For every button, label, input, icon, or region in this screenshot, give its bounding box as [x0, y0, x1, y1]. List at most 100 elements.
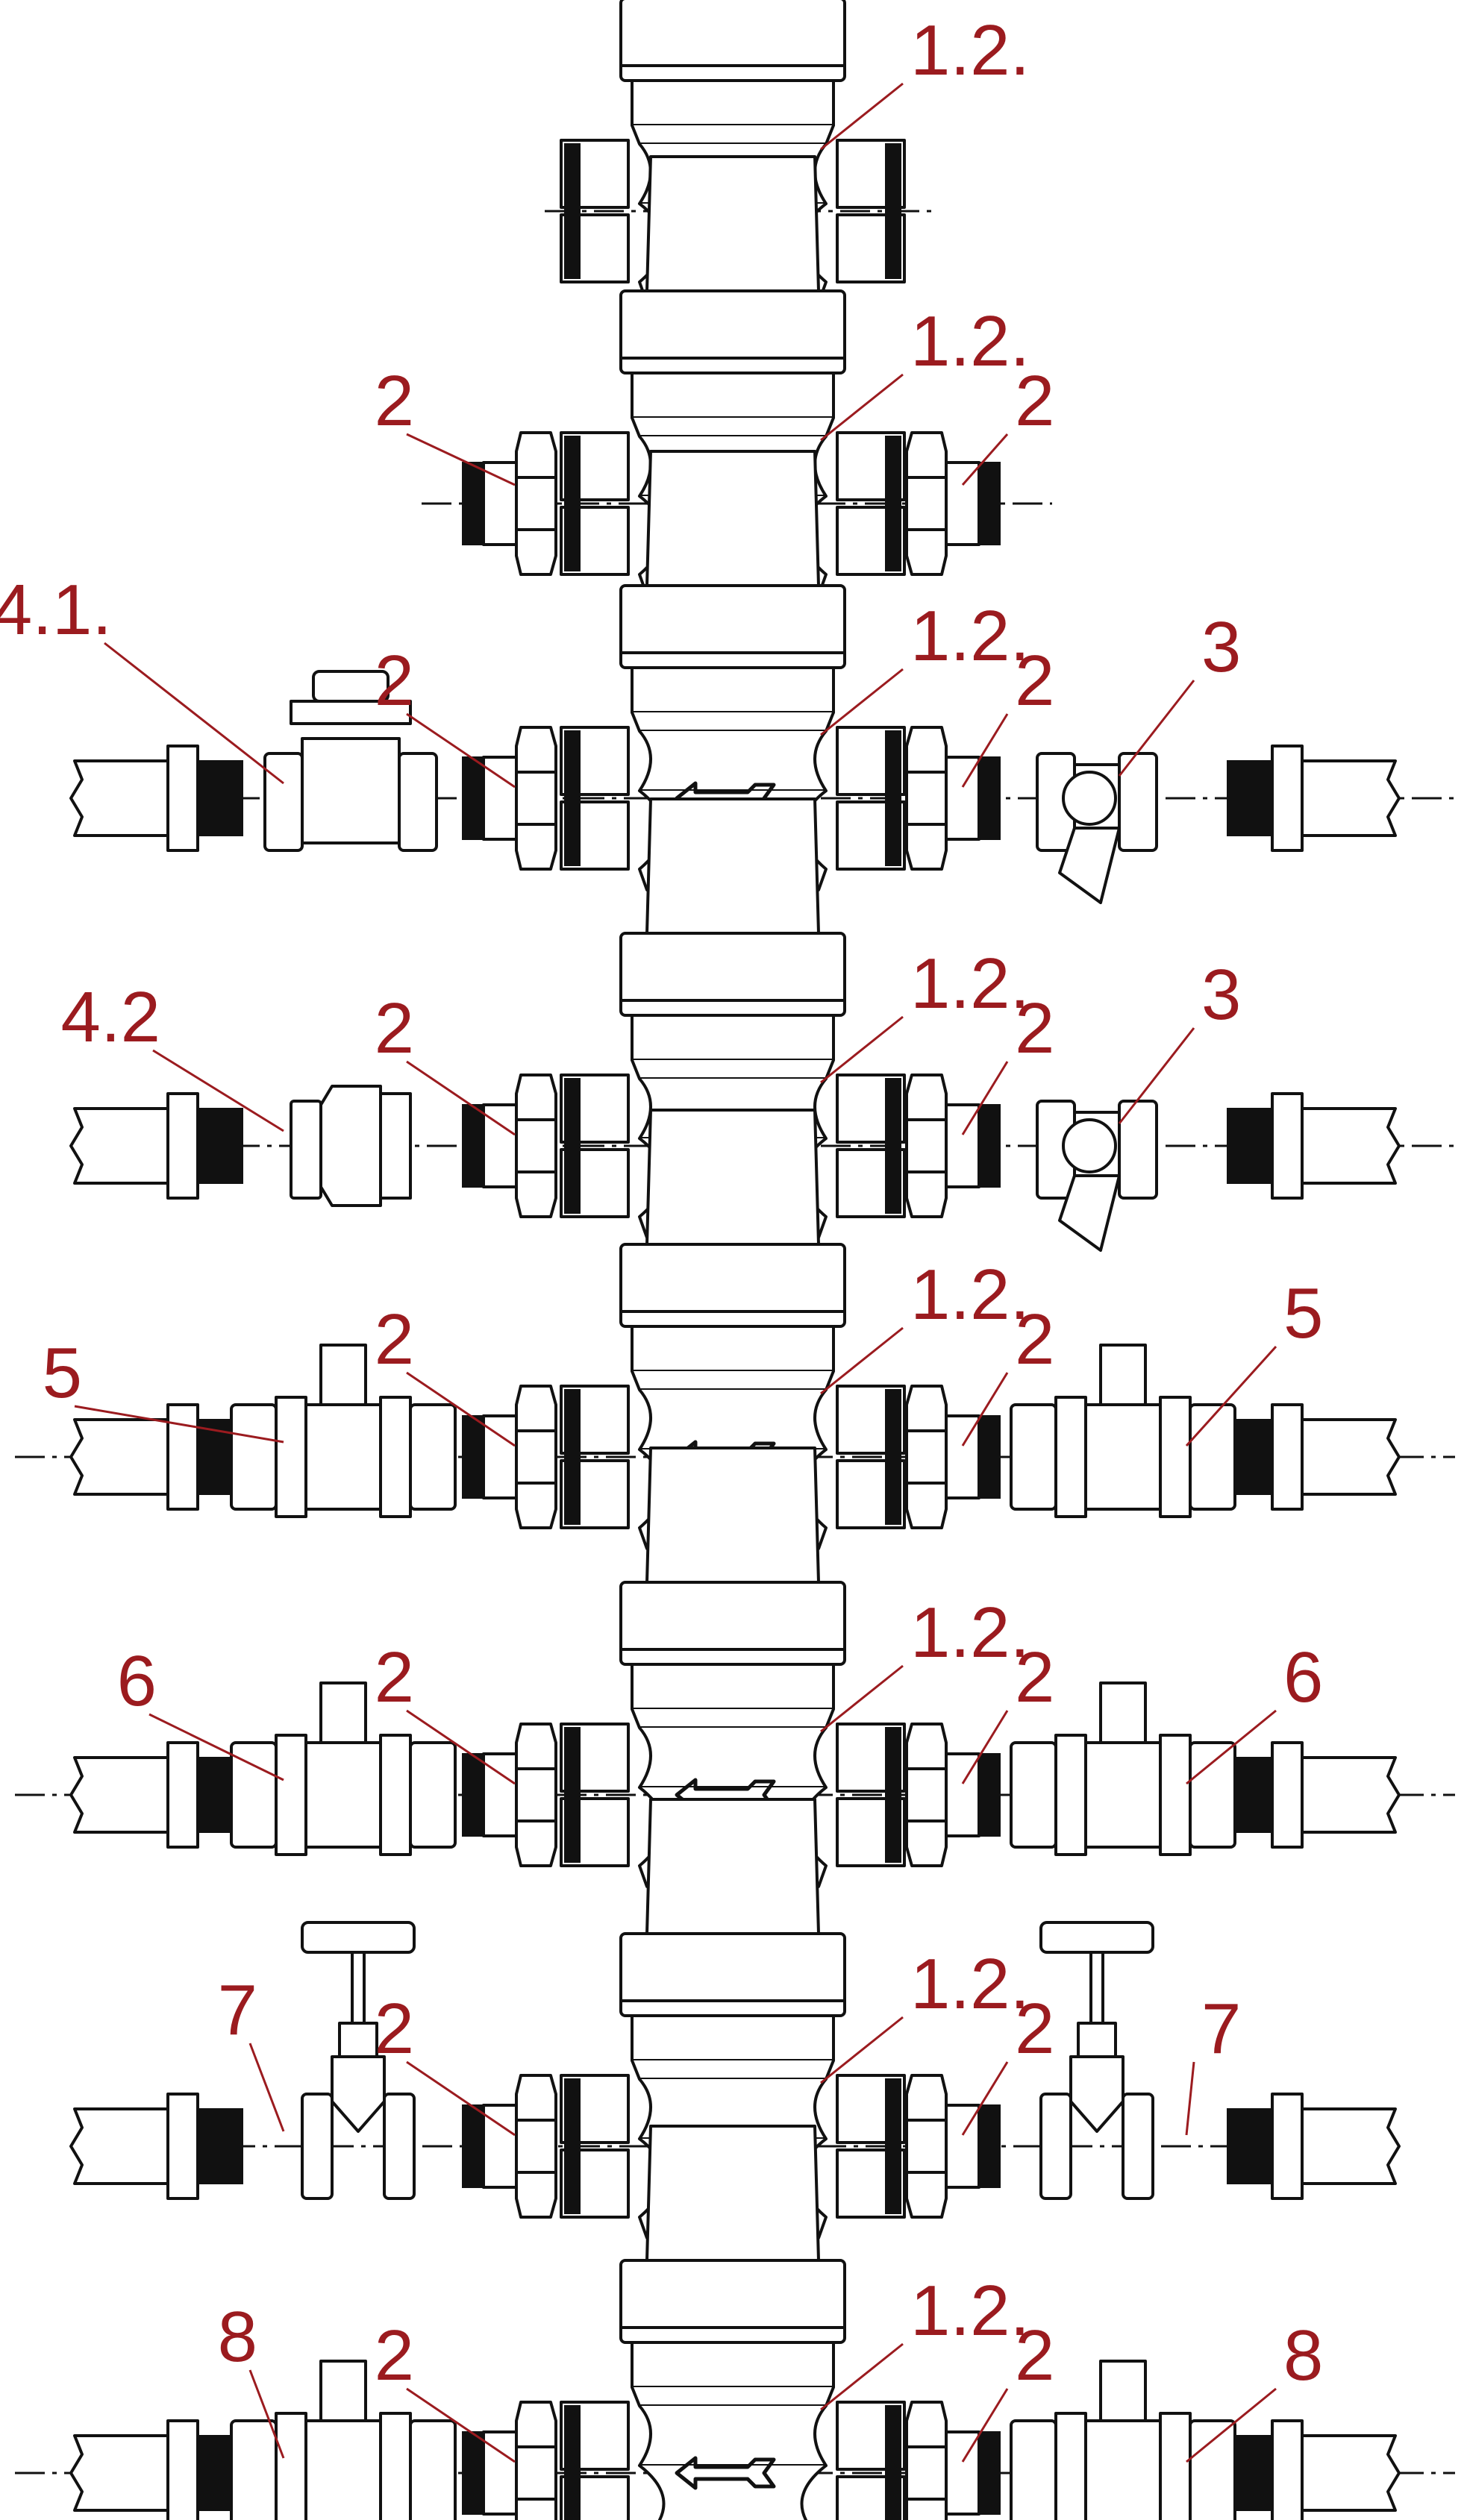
union-2-left — [461, 1385, 557, 1529]
label-6-left: 6 — [117, 1641, 157, 1721]
ball-valve-lever-5 — [230, 1344, 457, 1518]
label-2-right: 2 — [1015, 641, 1054, 721]
check-valve-4-1 — [263, 670, 438, 852]
label-5-left-leader-line — [74, 1405, 284, 1444]
pipe-left — [69, 1741, 244, 1849]
label-2-right: 2 — [1015, 2316, 1054, 2395]
label-2-right-leader-line — [961, 713, 1009, 788]
pipe-left — [69, 2093, 244, 2200]
label-2-left-leader-line — [406, 712, 516, 789]
label-3-right-leader-line — [1118, 680, 1195, 777]
pipe-right — [1226, 2419, 1401, 2520]
label-1-2: 1.2. — [910, 944, 1030, 1024]
strainer-3 — [1036, 752, 1158, 904]
label-2-right: 2 — [1015, 1989, 1054, 2069]
ball-valve-lockable-8 — [230, 2360, 457, 2520]
label-5-right: 5 — [1283, 1273, 1323, 1353]
label-1-2: 1.2. — [910, 301, 1030, 381]
label-2-left-leader-line — [406, 1060, 516, 1136]
pipe-right — [1226, 745, 1401, 852]
label-1-2: 1.2. — [910, 1593, 1030, 1673]
label-1-2-leader-line — [820, 1015, 904, 1084]
pipe-right — [1226, 1092, 1401, 1200]
label-5-left: 5 — [43, 1333, 82, 1413]
label-2-left-leader-line — [406, 1709, 516, 1785]
label-2-right-leader-line — [961, 1372, 1009, 1447]
pipe-right — [1226, 1403, 1401, 1511]
label-2-left-leader-line — [406, 2387, 516, 2463]
strainer-3 — [1036, 1100, 1158, 1252]
union-2-left — [461, 726, 557, 871]
union-2-left — [461, 1723, 557, 1867]
label-3-right-leader-line — [1118, 1027, 1195, 1124]
pipe-right — [1226, 2093, 1401, 2200]
label-8-right: 8 — [1283, 2316, 1323, 2395]
check-valve-4-2 — [290, 1085, 412, 1207]
label-2-right: 2 — [1015, 988, 1054, 1068]
label-1-2-leader-line — [820, 82, 904, 151]
ball-valve-butterfly-6 — [230, 1681, 457, 1856]
label-2-right-leader-line — [961, 2061, 1009, 2136]
label-1-2-leader-line — [820, 668, 904, 736]
label-8-right-leader-line — [1186, 2387, 1277, 2463]
label-2-left-leader-line — [406, 1371, 516, 1447]
label-4-2-left-leader-line — [152, 1049, 284, 1132]
label-2-right: 2 — [1015, 1300, 1054, 1379]
label-4-1--left: 4.1. — [0, 570, 112, 650]
globe-valve-7-right — [1039, 1921, 1154, 2200]
label-2-left: 2 — [375, 1989, 414, 2069]
label-1-2-leader-line — [820, 2016, 904, 2084]
label-2-right-leader-line — [961, 1710, 1009, 1784]
label-6-left-leader-line — [148, 1713, 284, 1781]
label-1-2-leader-line — [820, 1326, 904, 1395]
label-4-1--left-leader-line — [104, 642, 284, 785]
pipe-left — [69, 2419, 244, 2520]
label-2-right-leader-line — [961, 1061, 1009, 1135]
union-2-right — [905, 2401, 1001, 2520]
label-1-2: 1.2. — [910, 1944, 1030, 2024]
label-2-left: 2 — [375, 641, 414, 721]
label-2-right-leader-line — [961, 2388, 1009, 2463]
scheme-1: 1.2. — [545, 0, 1030, 322]
label-4-2-left: 4.2 — [61, 977, 160, 1057]
union-2-left — [461, 2074, 557, 2219]
label-8-left-leader-line — [248, 2369, 285, 2459]
label-1-2: 1.2. — [910, 1255, 1030, 1335]
label-2-right-leader-line — [961, 433, 1009, 486]
label-2-left: 2 — [375, 361, 414, 441]
label-7-left: 7 — [218, 1970, 257, 2050]
label-2-left: 2 — [375, 1637, 414, 1717]
label-2-right: 2 — [1015, 361, 1054, 441]
label-1-2: 1.2. — [910, 2271, 1030, 2351]
pipe-left — [69, 1092, 244, 1200]
label-1-2-leader-line — [820, 2342, 904, 2411]
label-1-2-leader-line — [820, 373, 904, 442]
label-3-right: 3 — [1201, 607, 1241, 687]
label-2-left-leader-line — [406, 2060, 516, 2137]
label-2-left: 2 — [375, 988, 414, 1068]
pipe-right — [1226, 1741, 1401, 1849]
union-2-left — [461, 431, 557, 576]
label-5-right-leader-line — [1185, 1345, 1277, 1447]
label-7-right: 7 — [1201, 1989, 1241, 2069]
label-1-2: 1.2. — [910, 10, 1030, 90]
label-8-left: 8 — [218, 2297, 257, 2377]
label-7-right-leader-line — [1185, 2061, 1195, 2136]
label-2-left: 2 — [375, 2316, 414, 2395]
pipe-left — [69, 745, 244, 852]
label-2-right: 2 — [1015, 1637, 1054, 1717]
union-2-left — [461, 1073, 557, 1218]
union-2-left — [461, 2401, 557, 2520]
label-3-right: 3 — [1201, 955, 1241, 1035]
label-1-2: 1.2. — [910, 596, 1030, 676]
union-2-right — [905, 431, 1001, 576]
label-7-left-leader-line — [248, 2043, 285, 2132]
label-2-left: 2 — [375, 1300, 414, 1379]
